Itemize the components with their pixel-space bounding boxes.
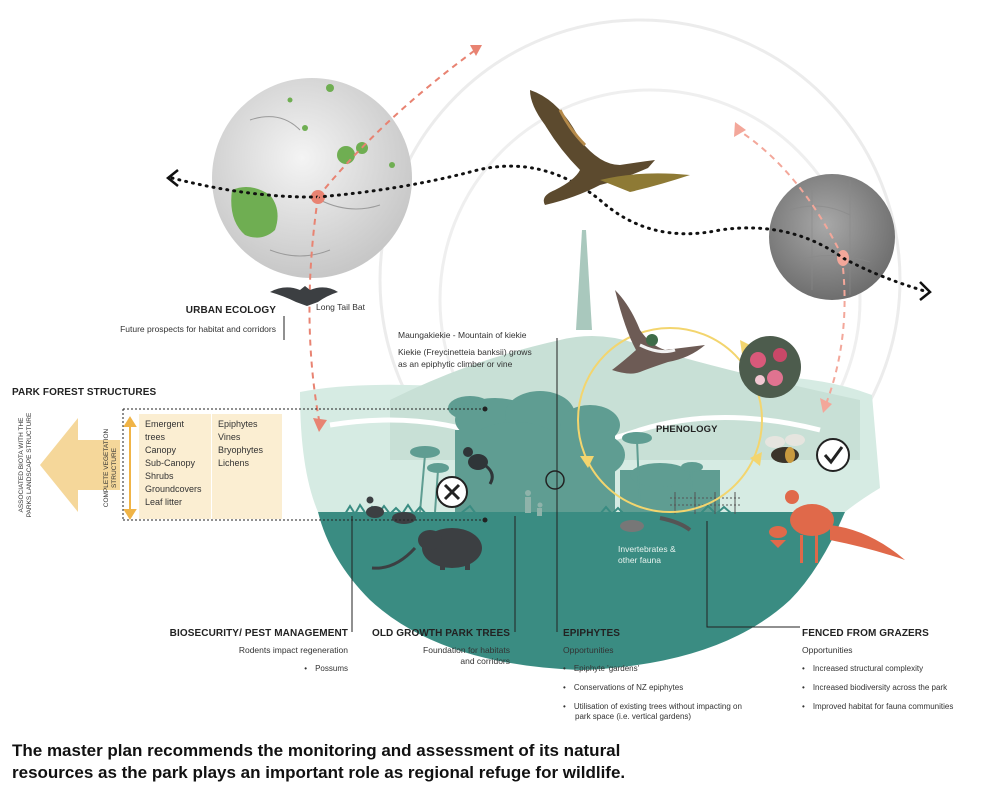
- people-silhouettes: [525, 490, 543, 516]
- small-rodents: [366, 496, 416, 524]
- other-vegetation-box: Epiphytes Vines Bryophytes Lichens: [212, 414, 282, 519]
- epiphytes-bullet-1: Epiphyte 'gardens': [563, 664, 788, 675]
- urban-globe: [212, 78, 412, 278]
- old-growth-desc-2: and corridors: [460, 655, 510, 666]
- cycle-arrow-2: [750, 452, 762, 466]
- kaka-bird: [530, 90, 690, 205]
- leader-dot-top: [482, 406, 488, 412]
- bee: [765, 434, 805, 463]
- kereru-pigeon: [612, 290, 705, 374]
- vertical-inner-line1: COMPLETE VEGETATION: [103, 428, 110, 508]
- epiphytes-bullet-3-cont: park space (i.e. vertical gardens): [575, 712, 692, 722]
- fenced-bullet-2: Increased biodiversity across the park: [802, 683, 992, 694]
- cross-icon: [436, 476, 468, 508]
- check-icon: [816, 438, 850, 472]
- layer-item: Leaf litter: [145, 497, 183, 507]
- palm-trees: [410, 432, 703, 513]
- salmon-arrow-satdown: [825, 267, 846, 405]
- vegetation-layers-box: Emergent trees Canopy Sub-Canopy Shrubs …: [139, 414, 211, 519]
- fenced-bullet-1: Increased structural complexity: [802, 664, 992, 675]
- salmon-arrow-pale-head: [734, 122, 746, 137]
- invertebrates: [620, 516, 692, 532]
- salmon-arrow-satdown-head: [820, 398, 832, 413]
- layer-item: trees: [145, 432, 166, 442]
- park-forest-title: PARK FOREST STRUCTURES: [12, 387, 157, 398]
- epiphytes-label: EPIPHYTES Opportunities Epiphyte 'garden…: [563, 627, 788, 723]
- epiphytes-title: EPIPHYTES: [563, 628, 621, 639]
- cycle-arrow-1: [740, 340, 752, 354]
- leader-lines: [122, 316, 800, 632]
- old-growth-desc-1: Foundation for habitats: [423, 644, 510, 655]
- other-item: Lichens: [218, 458, 250, 468]
- leader-dot-bottom: [482, 517, 488, 523]
- vertical-outer-line1: ASSOCIATED BIOTA WITH THE: [18, 417, 25, 513]
- large-rat: [371, 528, 482, 570]
- invertebrates-line1: Invertebrates &: [618, 544, 676, 554]
- invertebrates-label: Invertebrates & other fauna: [618, 544, 676, 567]
- layer-item: Shrubs: [145, 471, 174, 481]
- salmon-arrow-up-head: [470, 45, 482, 56]
- epiphytes-bullet-2: Conservations of NZ epiphytes: [563, 683, 788, 694]
- long-tail-bat: [270, 286, 338, 306]
- maungakiekie-desc-1: Kiekie (Freycinetteia banksii) grows: [398, 347, 532, 358]
- urban-ecology-desc: Future prospects for habitat and corrido…: [120, 323, 276, 334]
- phenology-cycle: [577, 327, 763, 513]
- long-tail-bat-label: Long Tail Bat: [316, 302, 365, 312]
- obelisk: [576, 230, 592, 330]
- other-item: Epiphytes: [218, 419, 258, 429]
- epiphytes-bullet-3: Utilisation of existing trees without im…: [563, 702, 788, 713]
- fenced-bullet-3: Improved habitat for fauna communities: [802, 702, 992, 713]
- corridor-arrow-left: [165, 169, 179, 187]
- invertebrates-line2: other fauna: [618, 555, 662, 566]
- vertical-inner-line2: STRUCTURE: [111, 447, 118, 489]
- salmon-arrow-down-head: [313, 418, 327, 432]
- layer-item: Sub-Canopy: [145, 458, 196, 468]
- biosecurity-bullet: Possums: [150, 664, 348, 675]
- vertical-label-inner: COMPLETE VEGETATION STRUCTURE: [103, 424, 119, 512]
- flowers-photo: [739, 336, 801, 398]
- biosecurity-desc: Rodents impact regeneration: [238, 644, 348, 655]
- maungakiekie-label: Maungakiekie - Mountain of kiekie Kiekie…: [398, 330, 568, 370]
- salmon-arrow-up: [317, 47, 479, 198]
- epiphytes-desc: Opportunities: [563, 644, 614, 655]
- associated-biota-arrow: [40, 418, 120, 512]
- corridor-arrow-right: [919, 281, 932, 301]
- maungakiekie-title: Maungakiekie - Mountain of kiekie: [398, 330, 527, 340]
- layer-item: Canopy: [145, 445, 177, 455]
- vegetation-structure-arrow: [123, 416, 137, 520]
- fence: [670, 492, 740, 514]
- pheasant-birds: [769, 490, 905, 563]
- cycle-arrow-3: [580, 456, 594, 468]
- biosecurity-label: BIOSECURITY/ PEST MANAGEMENT Rodents imp…: [150, 627, 348, 675]
- old-growth-label: OLD GROWTH PARK TREES Foundation for hab…: [362, 627, 510, 667]
- vertical-outer-line2: PARKS LANDSCAPE STRUCTURE: [26, 412, 33, 518]
- other-item: Bryophytes: [218, 445, 264, 455]
- caption-line-2: resources as the park plays an important…: [12, 763, 626, 782]
- urban-ecology-label: URBAN ECOLOGY Future prospects for habit…: [108, 304, 276, 335]
- phenology-label: PHENOLOGY: [656, 424, 718, 435]
- old-growth-title: OLD GROWTH PARK TREES: [371, 628, 510, 639]
- biosecurity-title: BIOSECURITY/ PEST MANAGEMENT: [169, 628, 348, 639]
- caption: The master plan recommends the monitorin…: [12, 740, 982, 784]
- caption-line-1: The master plan recommends the monitorin…: [12, 741, 621, 760]
- urban-ecology-title: URBAN ECOLOGY: [185, 305, 276, 316]
- layer-item: Emergent: [145, 419, 185, 429]
- other-item: Vines: [218, 432, 241, 442]
- salmon-arrow-pale: [737, 129, 844, 259]
- possum: [463, 447, 494, 485]
- vertical-label-outer: ASSOCIATED BIOTA WITH THE PARKS LANDSCAP…: [18, 410, 34, 520]
- fenced-label: FENCED FROM GRAZERS Opportunities Increa…: [802, 627, 992, 712]
- fenced-desc: Opportunities: [802, 644, 853, 655]
- maungakiekie-desc-2: as an epiphytic climber or vine: [398, 358, 513, 369]
- salmon-arrow-down: [308, 196, 321, 426]
- fenced-title: FENCED FROM GRAZERS: [802, 628, 929, 639]
- layer-item: Groundcovers: [145, 484, 202, 494]
- epiphyte-marker-circle: [545, 470, 565, 490]
